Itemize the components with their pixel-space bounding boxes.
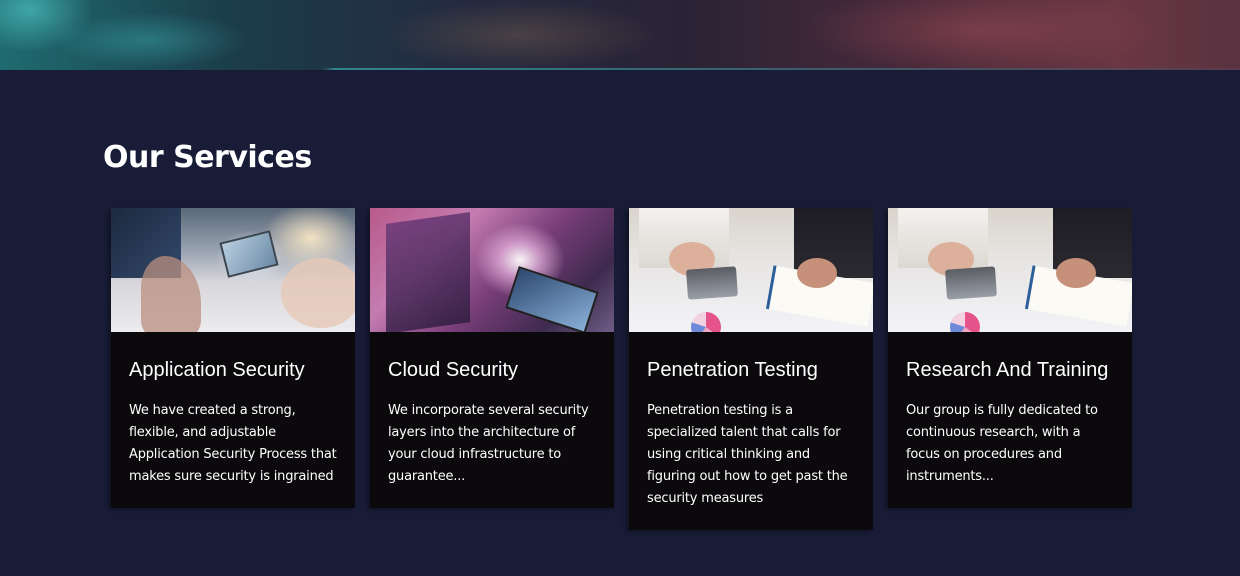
hero-banner-image: [0, 0, 1240, 70]
service-description: We have created a strong, flexible, and …: [129, 403, 337, 484]
service-image: [888, 208, 1132, 332]
service-card-cloud-security[interactable]: Cloud Security We incorporate several se…: [370, 208, 614, 508]
service-card-penetration-testing[interactable]: Penetration Testing Penetration testing …: [629, 208, 873, 530]
service-title[interactable]: Penetration Testing: [647, 359, 818, 381]
service-description: Penetration testing is a specialized tal…: [647, 403, 848, 506]
service-description: We incorporate several security layers i…: [388, 403, 589, 484]
service-title[interactable]: Application Security: [129, 359, 305, 381]
service-card-research-and-training[interactable]: Research And Training Our group is fully…: [888, 208, 1132, 508]
service-image: [370, 208, 614, 332]
service-title[interactable]: Research And Training: [906, 359, 1109, 381]
service-image: [111, 208, 355, 332]
service-title[interactable]: Cloud Security: [388, 359, 519, 381]
service-description: Our group is fully dedicated to continuo…: [906, 403, 1098, 484]
service-image: [629, 208, 873, 332]
section-title: Our Services: [103, 140, 312, 175]
service-card-application-security[interactable]: Application Security We have created a s…: [111, 208, 355, 508]
